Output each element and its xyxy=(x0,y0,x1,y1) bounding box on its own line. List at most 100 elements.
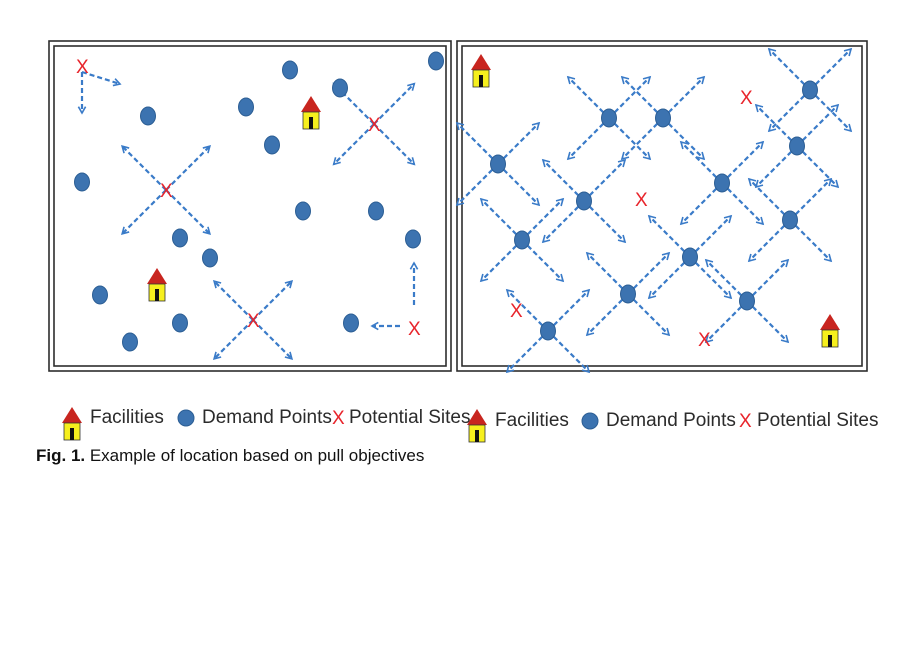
dashed-arrow xyxy=(505,288,549,332)
dashed-arrow xyxy=(252,279,294,321)
dashed-arrow xyxy=(608,75,652,119)
dashed-arrow xyxy=(212,319,254,361)
figure-caption-text: Example of location based on pull object… xyxy=(85,446,425,465)
dashed-arrow xyxy=(747,219,791,263)
potential-site-marker: X xyxy=(76,57,89,78)
dashed-arrow xyxy=(679,182,723,226)
dashed-arrow xyxy=(746,258,790,302)
facility-icon xyxy=(820,314,840,348)
dashed-arrow xyxy=(332,123,375,166)
facility-icon xyxy=(471,54,491,88)
facilities-layer xyxy=(147,54,840,348)
demand-point xyxy=(140,106,156,126)
dashed-arrow xyxy=(796,145,840,189)
demand-point xyxy=(576,191,592,211)
dashed-arrow xyxy=(627,251,671,295)
facility-roof xyxy=(147,268,167,284)
dashed-arrow xyxy=(789,177,833,221)
dashed-arrow xyxy=(497,121,541,165)
dashed-arrow xyxy=(373,82,416,125)
facility-icon xyxy=(62,407,82,441)
dashed-arrow xyxy=(662,117,706,161)
potential-site-marker: X xyxy=(635,190,648,211)
demand-point xyxy=(620,284,636,304)
dashed-arrow xyxy=(721,182,765,226)
demand-point xyxy=(202,248,218,268)
dashed-arrow xyxy=(679,140,723,184)
dashed-arrow xyxy=(566,75,610,119)
dashed-arrow xyxy=(754,145,798,189)
facility-roof xyxy=(62,407,82,423)
dashed-arrow xyxy=(479,239,523,283)
dashed-arrow xyxy=(754,103,798,147)
dashed-arrow xyxy=(547,288,591,332)
legend-demand-point-icon xyxy=(581,412,599,430)
legend-facilities-label: Facilities xyxy=(495,410,569,431)
legend-potential-sites-label: Potential Sites xyxy=(757,410,878,431)
figure-label: Fig. 1. xyxy=(36,446,86,465)
dashed-arrow xyxy=(721,140,765,184)
dashed-arrow xyxy=(704,300,748,344)
dashed-arrow xyxy=(620,117,664,161)
dashed-arrow xyxy=(541,158,585,202)
dashed-arrow xyxy=(547,330,591,374)
demand-point xyxy=(490,154,506,174)
figure-caption: Fig. 1. Example of location based on pul… xyxy=(36,446,424,466)
demand-point xyxy=(238,97,254,117)
dashed-arrow xyxy=(332,82,375,125)
dashed-arrow xyxy=(121,189,167,235)
arrows-layer xyxy=(77,47,853,374)
demand-point xyxy=(92,285,108,305)
potential-site-marker: X xyxy=(698,330,711,351)
dashed-arrow xyxy=(585,251,629,295)
demand-point xyxy=(782,210,798,230)
potential-site-marker: X xyxy=(247,311,260,332)
legend-demand-points-label: Demand Points xyxy=(202,407,332,428)
demand-points-layer xyxy=(74,51,818,352)
potential-site-marker: X xyxy=(740,88,753,109)
legend-demand-point-icon xyxy=(177,409,195,427)
dashed-arrow xyxy=(746,300,790,344)
demand-point xyxy=(601,108,617,128)
dashed-arrow xyxy=(505,330,549,374)
legend-facility-icon xyxy=(467,409,487,443)
demand-point xyxy=(514,230,530,250)
dashed-arrow xyxy=(165,189,211,235)
facility-door xyxy=(155,289,159,301)
dashed-arrow xyxy=(620,75,664,119)
facility-roof xyxy=(301,96,321,112)
legend-facilities-label: Facilities xyxy=(90,407,164,428)
dashed-arrow xyxy=(796,103,840,147)
demand-point xyxy=(122,332,138,352)
facility-icon xyxy=(467,409,487,443)
dashed-arrow xyxy=(165,145,211,191)
legend-potential-site-icon: X xyxy=(739,411,752,432)
demand-point xyxy=(295,201,311,221)
demand-point xyxy=(332,78,348,98)
demand-point xyxy=(540,321,556,341)
facility-icon xyxy=(301,96,321,130)
dashed-arrow xyxy=(767,47,811,91)
facility-roof xyxy=(820,314,840,330)
dashed-arrow xyxy=(647,256,691,300)
facility-door xyxy=(828,335,832,347)
dashed-arrow xyxy=(647,214,691,258)
dashed-arrow xyxy=(212,279,254,321)
dashed-arrow xyxy=(566,117,610,161)
facility-door xyxy=(309,117,313,129)
left-panel xyxy=(48,40,452,372)
demand-point xyxy=(739,291,755,311)
dashed-arrow xyxy=(455,163,499,207)
demand-point xyxy=(368,201,384,221)
dashed-arrow xyxy=(662,75,706,119)
potential-site-marker: X xyxy=(368,115,381,136)
legend-left: Facilities Demand Points X Potential Sit… xyxy=(62,407,470,441)
dashed-arrow xyxy=(455,121,499,165)
dashed-arrow xyxy=(121,145,167,191)
legend-right: Facilities Demand Points X Potential Sit… xyxy=(467,409,878,443)
dashed-arrow xyxy=(583,158,627,202)
demand-point xyxy=(714,173,730,193)
demand-point xyxy=(428,51,444,71)
